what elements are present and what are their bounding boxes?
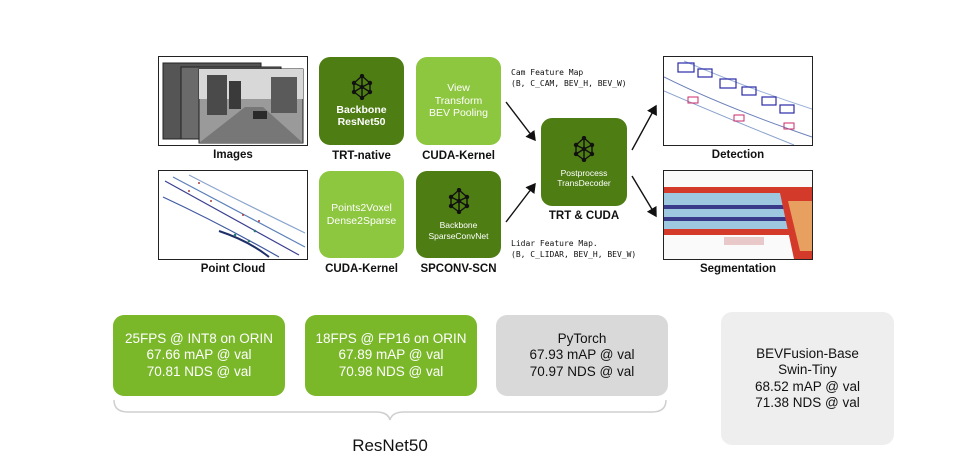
result-int8-line: 70.81 NDS @ val — [146, 363, 252, 379]
result-int8: 25FPS @ INT8 on ORIN 67.66 mAP @ val 70.… — [113, 315, 285, 396]
result-fp16: 18FPS @ FP16 on ORIN 67.89 mAP @ val 70.… — [305, 315, 477, 396]
result-bevfusion-line: Swin-Tiny — [778, 362, 837, 377]
points2voxel-caption: CUDA-Kernel — [325, 263, 398, 275]
view-transform-caption: CUDA-Kernel — [422, 150, 495, 162]
result-bevfusion-line: 71.38 NDS @ val — [755, 395, 860, 410]
lidar-feature-map-label: Lidar Feature Map. (B, C_LIDAR, BEV_H, B… — [511, 239, 637, 259]
result-pytorch: PyTorch 67.93 mAP @ val 70.97 NDS @ val — [496, 315, 668, 396]
segmentation-caption: Segmentation — [699, 263, 777, 275]
backbone-resnet50-box: Backbone ResNet50 — [319, 57, 404, 145]
detection-thumbnail — [663, 56, 813, 146]
result-int8-line: 25FPS @ INT8 on ORIN — [125, 330, 273, 346]
result-fp16-line: 70.98 NDS @ val — [338, 363, 444, 379]
group-brace — [113, 399, 667, 421]
cam-feature-map-label: Cam Feature Map (B, C_CAM, BEV_H, BEV_W) — [511, 68, 627, 88]
trt-cuda-caption: TRT & CUDA — [548, 210, 620, 222]
result-pytorch-line: PyTorch — [557, 330, 607, 346]
result-int8-line: 67.66 mAP @ val — [146, 347, 252, 363]
point-cloud-thumbnail — [158, 170, 308, 260]
point-cloud-caption: Point Cloud — [200, 263, 266, 275]
result-bevfusion-base: BEVFusion-Base Swin-Tiny 68.52 mAP @ val… — [721, 312, 894, 445]
lidar-to-postprocess-arrow — [505, 182, 536, 223]
backbone-resnet50-label: Backbone ResNet50 — [336, 103, 387, 129]
postprocess-to-detection-arrow — [631, 104, 657, 151]
view-transform-box: View Transform BEV Pooling — [416, 57, 501, 145]
detection-caption: Detection — [711, 149, 765, 161]
segmentation-thumbnail — [663, 170, 813, 260]
result-pytorch-line: 70.97 NDS @ val — [529, 363, 635, 379]
points2voxel-label: Points2Voxel Dense2Sparse — [326, 202, 397, 227]
spconv-caption: SPCONV-SCN — [420, 263, 497, 275]
backbone-sparseconvnet-box: Backbone SparseConvNet — [416, 171, 501, 258]
images-caption: Images — [213, 149, 253, 161]
result-bevfusion-line: 68.52 mAP @ val — [754, 378, 860, 394]
group-label: ResNet50 — [352, 436, 428, 455]
backbone-sparseconvnet-label: Backbone SparseConvNet — [428, 220, 489, 241]
postprocess-to-segmentation-arrow — [631, 175, 657, 218]
postprocess-box: Postprocess TransDecoder — [541, 118, 627, 206]
trt-native-caption: TRT-native — [332, 150, 391, 162]
postprocess-label: Postprocess TransDecoder — [557, 167, 611, 189]
images-thumbnail — [158, 56, 308, 146]
result-fp16-line: 18FPS @ FP16 on ORIN — [315, 330, 467, 346]
result-fp16-line: 67.89 mAP @ val — [338, 347, 444, 363]
cam-to-postprocess-arrow — [505, 101, 536, 142]
points2voxel-box: Points2Voxel Dense2Sparse — [319, 171, 404, 258]
view-transform-label: View Transform BEV Pooling — [429, 82, 488, 120]
result-bevfusion-line: BEVFusion-Base — [756, 345, 859, 361]
result-pytorch-line: 67.93 mAP @ val — [529, 347, 635, 363]
